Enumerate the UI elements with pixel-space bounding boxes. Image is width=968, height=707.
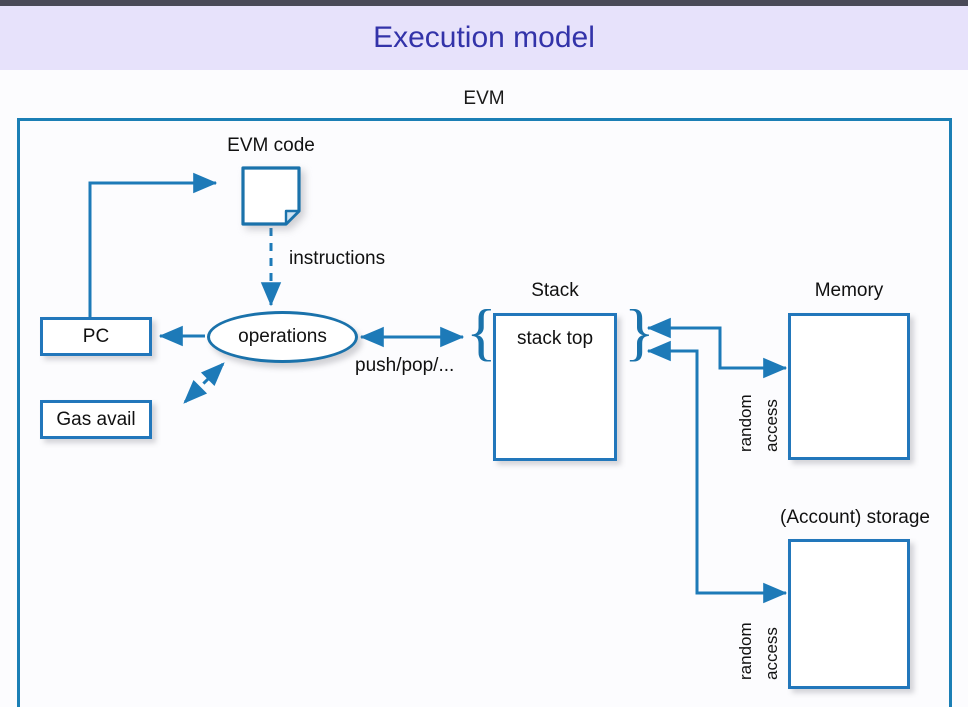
pc-label: PC [82,325,110,347]
stack-top-label: stack top [516,328,594,349]
operations-ellipse[interactable]: operations [207,311,358,363]
gas-avail-label: Gas avail [56,408,136,430]
slide-title-bar [0,6,968,70]
evm-container-box [17,118,952,707]
memory-access-label-line2: access [762,399,781,452]
storage-access-label-line1: random [736,622,755,680]
slide-title: Execution model [373,21,595,54]
gas-avail-box[interactable]: Gas avail [40,400,152,439]
memory-access-label-line1: random [736,394,755,452]
storage-label: (Account) storage [780,507,930,528]
storage-box[interactable] [788,539,910,689]
memory-box[interactable] [788,313,910,460]
pc-box[interactable]: PC [40,317,152,356]
top-strip [0,0,968,6]
evm-code-label: EVM code [227,135,315,156]
stack-label: Stack [531,280,579,301]
evm-container-label: EVM [463,88,505,109]
operations-label: operations [238,326,327,347]
memory-label: Memory [814,280,884,301]
storage-access-label-line2: access [762,627,781,680]
push-pop-edge-label: push/pop/... [355,355,455,376]
evm-code-icon [241,166,307,230]
instructions-edge-label: instructions [289,248,386,269]
stack-right-brace: } [624,296,655,367]
stack-left-brace: { [466,296,497,367]
stack-box[interactable]: stack top [493,313,617,461]
